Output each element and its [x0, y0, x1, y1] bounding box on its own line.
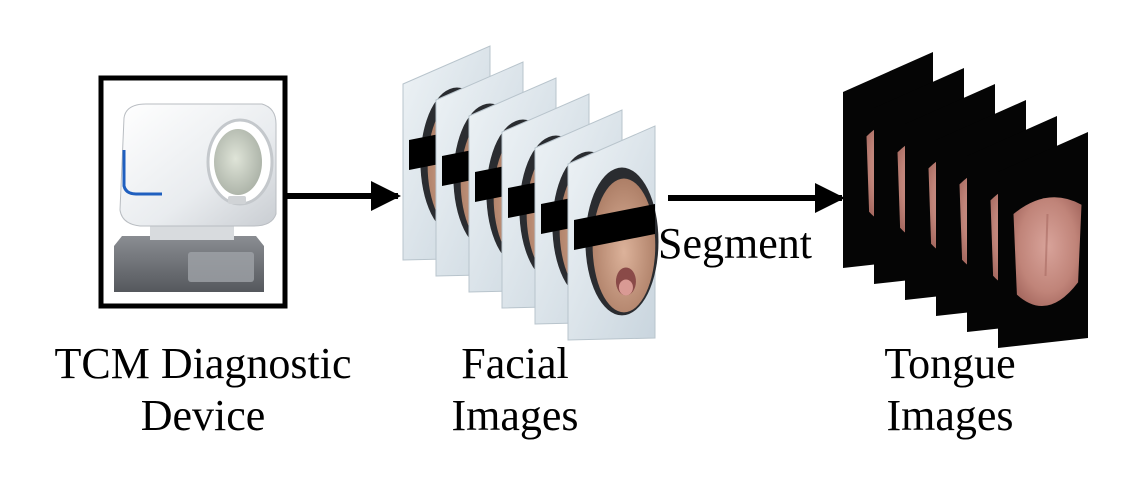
- segment-arrow-label: Segment: [658, 219, 812, 268]
- caption-tongue-line2: Images: [886, 391, 1014, 440]
- caption-facial-line2: Images: [451, 391, 579, 440]
- tcm-device-image: [98, 75, 288, 309]
- caption-device-line2: Device: [140, 391, 266, 440]
- caption-tongue-line1: Tongue: [884, 339, 1016, 388]
- tongue-images-stack: [843, 52, 1088, 348]
- facial-image-card: [567, 125, 659, 341]
- caption-device-line1: TCM Diagnostic: [54, 339, 352, 388]
- caption-tongue: Tongue Images: [850, 338, 1050, 442]
- tongue-image-card: [998, 132, 1088, 348]
- facial-images-stack: [402, 45, 659, 341]
- caption-facial: Facial Images: [410, 338, 620, 442]
- caption-facial-line1: Facial: [461, 339, 569, 388]
- caption-device: TCM Diagnostic Device: [20, 338, 386, 442]
